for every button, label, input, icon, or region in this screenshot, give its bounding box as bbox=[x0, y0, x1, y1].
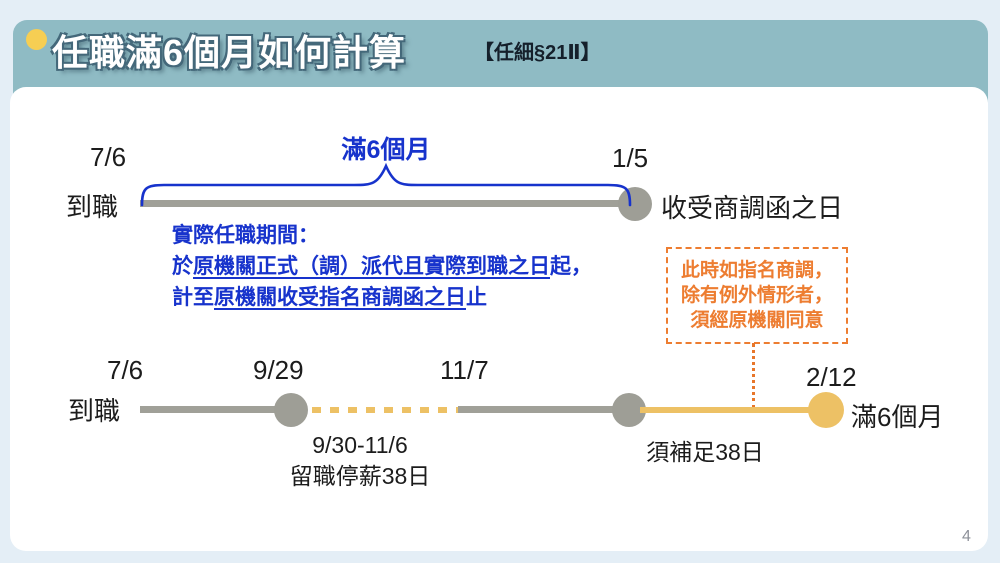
t1-end-node bbox=[618, 187, 652, 221]
callout-connector-line bbox=[752, 343, 755, 409]
actual-service-note: 實際任職期間： 於原機關正式（調）派代且實際到職之日起， 計至原機關收受指名商調… bbox=[172, 220, 592, 313]
t2-bar-segment-1 bbox=[140, 406, 292, 413]
t2-leave-dashed-bar bbox=[312, 407, 458, 413]
t2-start-date: 7/6 bbox=[107, 355, 144, 385]
note-line-3: 計至原機關收受指名商調函之日止 bbox=[172, 286, 487, 309]
bullet-dot-icon bbox=[26, 29, 47, 50]
t1-end-label: 收受商調函之日 bbox=[661, 193, 844, 223]
callout-line-3: 須經原機關同意 bbox=[690, 310, 824, 331]
t1-timeline-bar bbox=[140, 200, 622, 207]
callout-line-2: 除有例外情形者， bbox=[680, 285, 833, 306]
t2-start-label: 到職 bbox=[68, 396, 121, 426]
note-line-1: 實際任職期間： bbox=[172, 224, 319, 247]
callout-line-1: 此時如指名商調， bbox=[680, 260, 833, 281]
t1-start-label: 到職 bbox=[66, 192, 119, 222]
brace-icon bbox=[140, 162, 632, 207]
t2-makeup-bar bbox=[640, 407, 826, 413]
t2-end-date: 2/12 bbox=[806, 362, 857, 392]
page-number: 4 bbox=[962, 528, 971, 545]
t2-leave-label: 留職停薪38日 bbox=[289, 463, 431, 489]
t2-node1-date: 9/29 bbox=[253, 355, 304, 385]
t1-brace-label: 滿6個月 bbox=[341, 136, 431, 164]
named-transfer-callout: 此時如指名商調， 除有例外情形者， 須經原機關同意 bbox=[666, 247, 848, 344]
t2-node-1 bbox=[274, 393, 308, 427]
t2-end-node bbox=[808, 392, 844, 428]
t1-start-date: 7/6 bbox=[90, 142, 127, 172]
t2-end-label: 滿6個月 bbox=[851, 402, 944, 432]
note-line-2: 於原機關正式（調）派代且實際到職之日起， bbox=[172, 255, 592, 278]
t2-node2-date: 11/7 bbox=[440, 355, 489, 385]
t2-leave-range: 9/30-11/6 bbox=[312, 432, 408, 458]
law-reference: 【任細§21Ⅱ】 bbox=[474, 42, 601, 64]
page-title: 任職滿6個月如何計算 bbox=[52, 32, 407, 73]
t1-end-date: 1/5 bbox=[612, 143, 649, 173]
t2-bar-segment-2 bbox=[458, 406, 616, 413]
t2-makeup-label: 須補足38日 bbox=[646, 439, 764, 465]
